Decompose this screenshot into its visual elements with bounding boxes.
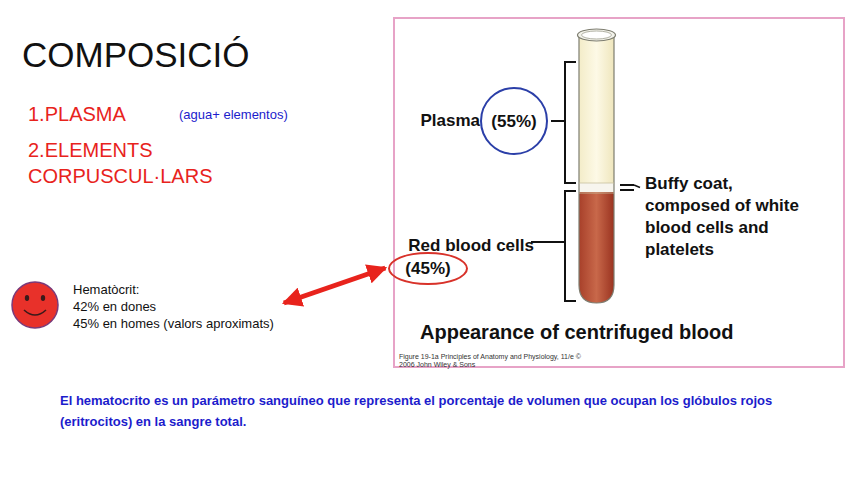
double-arrow: [284, 268, 385, 303]
section-heading: 2.ELEMENTS CORPUSCUL·LARS: [28, 137, 203, 189]
circled-value: Red blood cells(45%): [388, 252, 467, 285]
circled-value: Plasma(55%): [480, 87, 548, 155]
note-heading: Hematòcrit:: [73, 281, 280, 298]
credit-line: Figure 19-1a Principles of Anatomy and P…: [399, 353, 589, 369]
part-label: Buffy coat, composed of white blood cell…: [645, 173, 810, 261]
smiley-face: [12, 282, 58, 328]
part-label: Plasma: [420, 110, 480, 131]
figure-frame: Plasma(55%)Red blood cells(45%)Appearanc…: [393, 17, 845, 368]
slide-title: COMPOSICIÓ: [22, 34, 250, 76]
note-block: Hematòcrit:42% en dones45% en homes (val…: [73, 281, 280, 336]
note-line: 42% en dones: [73, 298, 280, 315]
figure-caption: Appearance of centrifuged blood: [420, 320, 733, 344]
note: (agua+ elementos): [179, 107, 288, 123]
part-label: Red blood cells: [408, 235, 534, 256]
section-heading: 1.PLASMA: [28, 102, 126, 127]
definition-note: El hematocrito es un parámetro sanguíneo…: [60, 390, 830, 432]
percentage-value: (45%): [405, 258, 450, 279]
test-tube: [578, 29, 616, 303]
note-line: 45% en homes (valors aproximats): [73, 315, 280, 332]
bracket: [531, 62, 640, 301]
percentage-value: (55%): [491, 111, 536, 132]
